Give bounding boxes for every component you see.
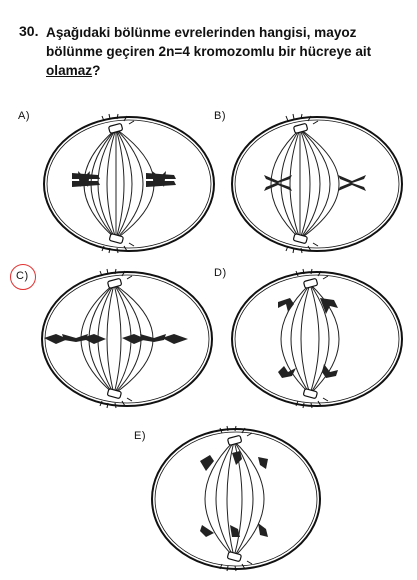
spindle-fibers xyxy=(280,283,340,395)
asters xyxy=(99,268,133,409)
question-line-1: Aşağıdaki bölünme evrelerinden hangisi, … xyxy=(46,25,357,40)
option-a-label[interactable]: A) xyxy=(18,110,30,122)
answer-circle-mark xyxy=(10,264,36,290)
asters xyxy=(285,113,319,254)
option-e-cell-diagram[interactable] xyxy=(148,425,324,573)
chromosome-tetrads xyxy=(72,171,176,187)
spindle-fibers xyxy=(204,440,265,558)
chromosomes xyxy=(264,175,366,191)
asters xyxy=(219,425,253,572)
option-c-cell-diagram[interactable] xyxy=(38,268,216,410)
option-b-label[interactable]: B) xyxy=(214,110,226,122)
asters xyxy=(295,268,329,409)
option-b-cell-svg xyxy=(231,113,403,254)
option-a-cell-diagram[interactable] xyxy=(40,113,218,255)
option-a-cell-svg xyxy=(43,113,215,254)
centrioles xyxy=(227,435,242,562)
question-line-2: bölünme geçiren 2n=4 kromozomlu bir hücr… xyxy=(46,44,372,59)
spindle-fibers xyxy=(270,128,340,240)
question-text: Aşağıdaki bölünme evrelerinden hangisi, … xyxy=(46,23,406,80)
cell-membrane xyxy=(43,116,215,252)
question-end-mark: ? xyxy=(92,63,101,78)
option-b-cell-diagram[interactable] xyxy=(228,113,406,255)
cell-membrane xyxy=(231,116,403,252)
chromosomes xyxy=(200,451,268,537)
question-line-3: olamaz? xyxy=(46,61,406,80)
option-d-cell-diagram[interactable] xyxy=(228,268,406,410)
chromosomes xyxy=(278,298,338,378)
asters xyxy=(101,113,135,254)
option-d-label[interactable]: D) xyxy=(214,267,227,279)
chromosomes xyxy=(44,334,188,344)
centrioles xyxy=(108,123,124,244)
option-d-cell-svg xyxy=(231,268,403,409)
centrioles xyxy=(293,123,308,244)
option-e-cell-svg xyxy=(151,425,321,572)
cell-membrane xyxy=(231,271,403,407)
cell-membrane xyxy=(41,271,213,407)
question-number: 30. xyxy=(19,23,39,39)
centrioles xyxy=(107,278,122,399)
option-c-cell-svg xyxy=(41,268,213,409)
option-e-label[interactable]: E) xyxy=(134,430,146,442)
negative-word: olamaz xyxy=(46,63,93,78)
centrioles xyxy=(303,278,318,399)
